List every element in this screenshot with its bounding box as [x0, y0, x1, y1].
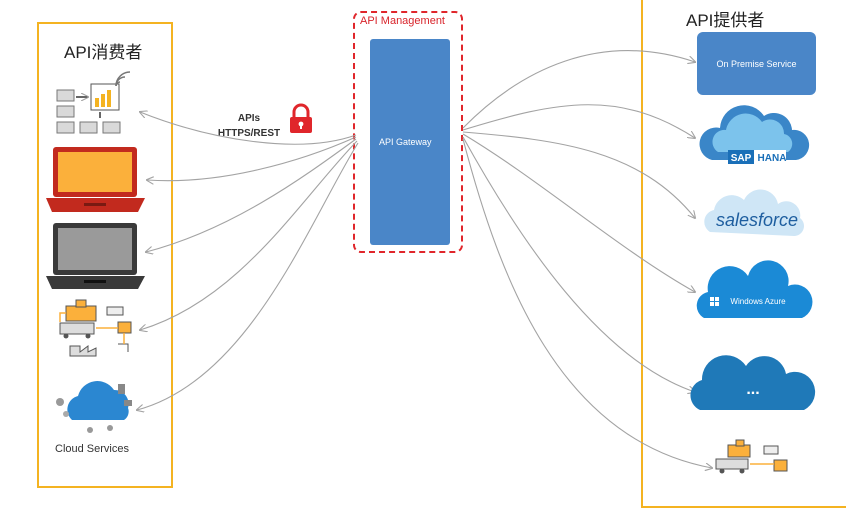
- salesforce-label: salesforce: [716, 210, 798, 230]
- connector-provider-saphana: [462, 104, 695, 138]
- iot-logistics-icon: [59, 299, 132, 357]
- connector-provider-azure: [462, 133, 695, 292]
- consumer-panel-title: API消费者: [64, 43, 143, 62]
- hana-label: HANA: [758, 153, 787, 164]
- apis-protocol-label: APIs HTTPS/REST: [208, 111, 290, 141]
- laptop-orange-icon: [46, 147, 145, 212]
- sap-hana-cloud-icon: SAP HANA: [699, 105, 810, 164]
- api-gateway-box: [370, 39, 450, 245]
- connector-provider-onpremise: [462, 50, 695, 129]
- connector-consumer-laptop-orange: [147, 136, 357, 181]
- connector-consumer-iot: [140, 140, 358, 330]
- apis-label: APIs: [237, 113, 261, 124]
- connector-consumer-dashboard: [140, 112, 357, 145]
- dashboard-flow-icon: [56, 71, 131, 134]
- consumer-panel: [37, 22, 173, 488]
- provider-panel-title: API提供者: [686, 11, 765, 30]
- generic-cloud-label: ...: [746, 381, 759, 398]
- on-premise-service-label: On Premise Service: [716, 58, 797, 69]
- api-gateway-label: API Gateway: [379, 137, 432, 147]
- laptop-gray-icon: [46, 223, 145, 289]
- generic-cloud-icon: ...: [690, 355, 816, 410]
- sap-label: SAP: [731, 153, 752, 164]
- cloud-services-label: Cloud Services: [55, 443, 129, 455]
- on-premise-service-box: On Premise Service: [697, 32, 816, 95]
- padlock-icon: [290, 103, 312, 133]
- cloud-devices-icon: [56, 381, 132, 433]
- connector-provider-iot: [462, 138, 712, 468]
- connector-consumer-cloud: [137, 142, 359, 410]
- salesforce-cloud-icon: salesforce: [704, 189, 804, 236]
- api-management-label: API Management: [360, 15, 445, 27]
- connector-consumer-laptop-gray: [146, 138, 357, 252]
- https-rest-label: HTTPS/REST: [217, 128, 281, 139]
- api-management-box: [353, 11, 463, 253]
- connector-provider-salesforce: [462, 131, 695, 218]
- windows-azure-cloud-icon: Windows Azure: [696, 260, 813, 318]
- provider-iot-logistics-icon: [715, 439, 788, 474]
- windows-azure-label: Windows Azure: [730, 297, 786, 306]
- connector-provider-generic-cloud: [462, 136, 695, 392]
